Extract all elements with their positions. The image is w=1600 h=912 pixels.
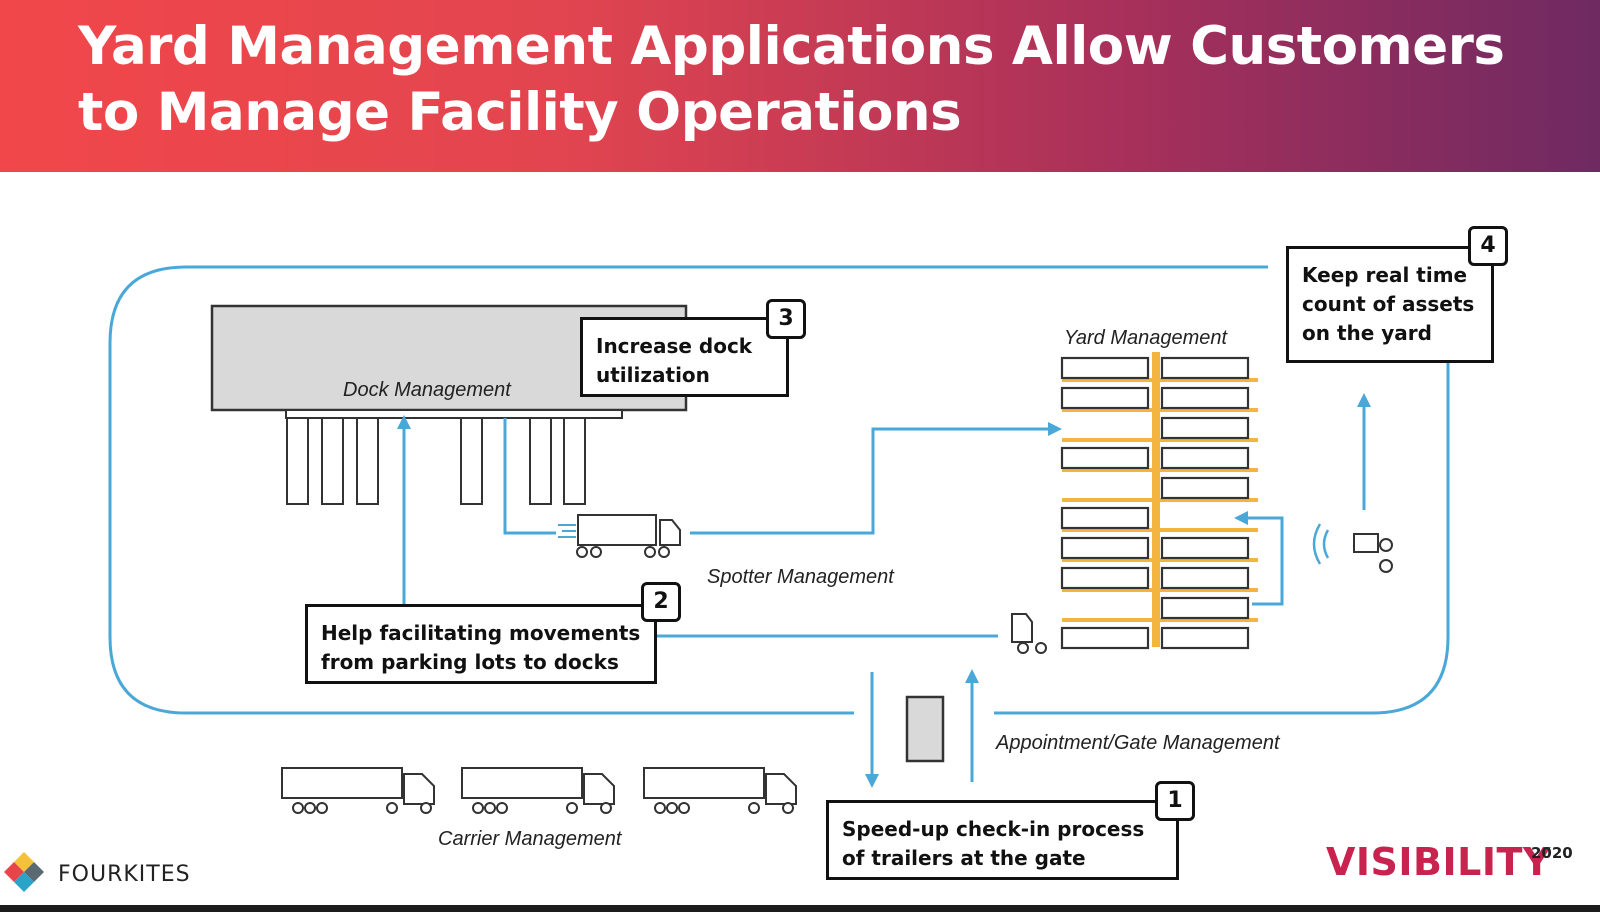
callout-4-line-3: on the yard: [1302, 321, 1432, 345]
dock-doors: [285, 409, 623, 505]
bottom-bar: [0, 905, 1600, 912]
flow-loop: [108, 265, 1450, 715]
title-line-1: Yard Management Applications Allow Custo…: [78, 16, 1505, 77]
visibility-logo-text: VISIBILITY: [1326, 840, 1551, 884]
title-line-2: to Manage Facility Operations: [78, 82, 962, 143]
callout-2-line-1: Help facilitating movements: [321, 621, 641, 645]
logo-diamond-icon: [4, 852, 44, 892]
callout-3-line-1: Increase dock: [596, 334, 753, 358]
parked-trailers: [1060, 356, 1250, 650]
wifi-signal-icon: [1312, 523, 1330, 565]
callout-4-line-2: count of assets: [1302, 292, 1475, 316]
callout-4-number: 4: [1468, 226, 1508, 266]
page-title: Yard Management Applications Allow Custo…: [78, 14, 1578, 146]
yard-sensor-icon: [1353, 533, 1393, 573]
callout-3: Increase dock utilization: [580, 317, 789, 397]
callout-4: Keep real time count of assets on the ya…: [1286, 246, 1494, 363]
arrow-yard-loop: [1240, 516, 1284, 606]
label-yard-management: Yard Management: [1064, 327, 1228, 349]
callout-2-line-2: from parking lots to docks: [321, 650, 619, 674]
yard-truck-icon: [1011, 613, 1047, 654]
carrier-trucks: [281, 767, 797, 814]
label-carrier-management: Carrier Management: [438, 828, 622, 850]
carrier-truck-2: [461, 767, 615, 814]
carrier-truck-1: [281, 767, 435, 814]
callout-1: Speed-up check-in process of trailers at…: [826, 800, 1179, 880]
gate-booth: [905, 695, 945, 763]
visibility-year: 2020: [1531, 844, 1573, 862]
line-dock-to-spotter: [503, 418, 556, 535]
fourkites-logo-text: FOURKITES: [58, 862, 191, 887]
callout-1-line-2: of trailers at the gate: [842, 846, 1086, 870]
callout-2: Help facilitating movements from parking…: [305, 604, 657, 684]
callout-1-line-1: Speed-up check-in process: [842, 817, 1145, 841]
label-spotter-management: Spotter Management: [707, 566, 894, 588]
callout-3-line-2: utilization: [596, 363, 710, 387]
carrier-truck-3: [643, 767, 797, 814]
label-gate-management: Appointment/Gate Management: [996, 732, 1280, 754]
header-banner: Yard Management Applications Allow Custo…: [0, 0, 1600, 172]
callout-4-line-1: Keep real time: [1302, 263, 1468, 287]
callout-1-number: 1: [1155, 781, 1195, 821]
label-dock-management: Dock Management: [343, 379, 511, 401]
truck-icon: [558, 514, 681, 558]
arrow-spotter-to-yard: [690, 427, 1058, 535]
yard-lanes: [1062, 352, 1258, 647]
callout-2-number: 2: [641, 582, 681, 622]
callout-3-number: 3: [766, 299, 806, 339]
